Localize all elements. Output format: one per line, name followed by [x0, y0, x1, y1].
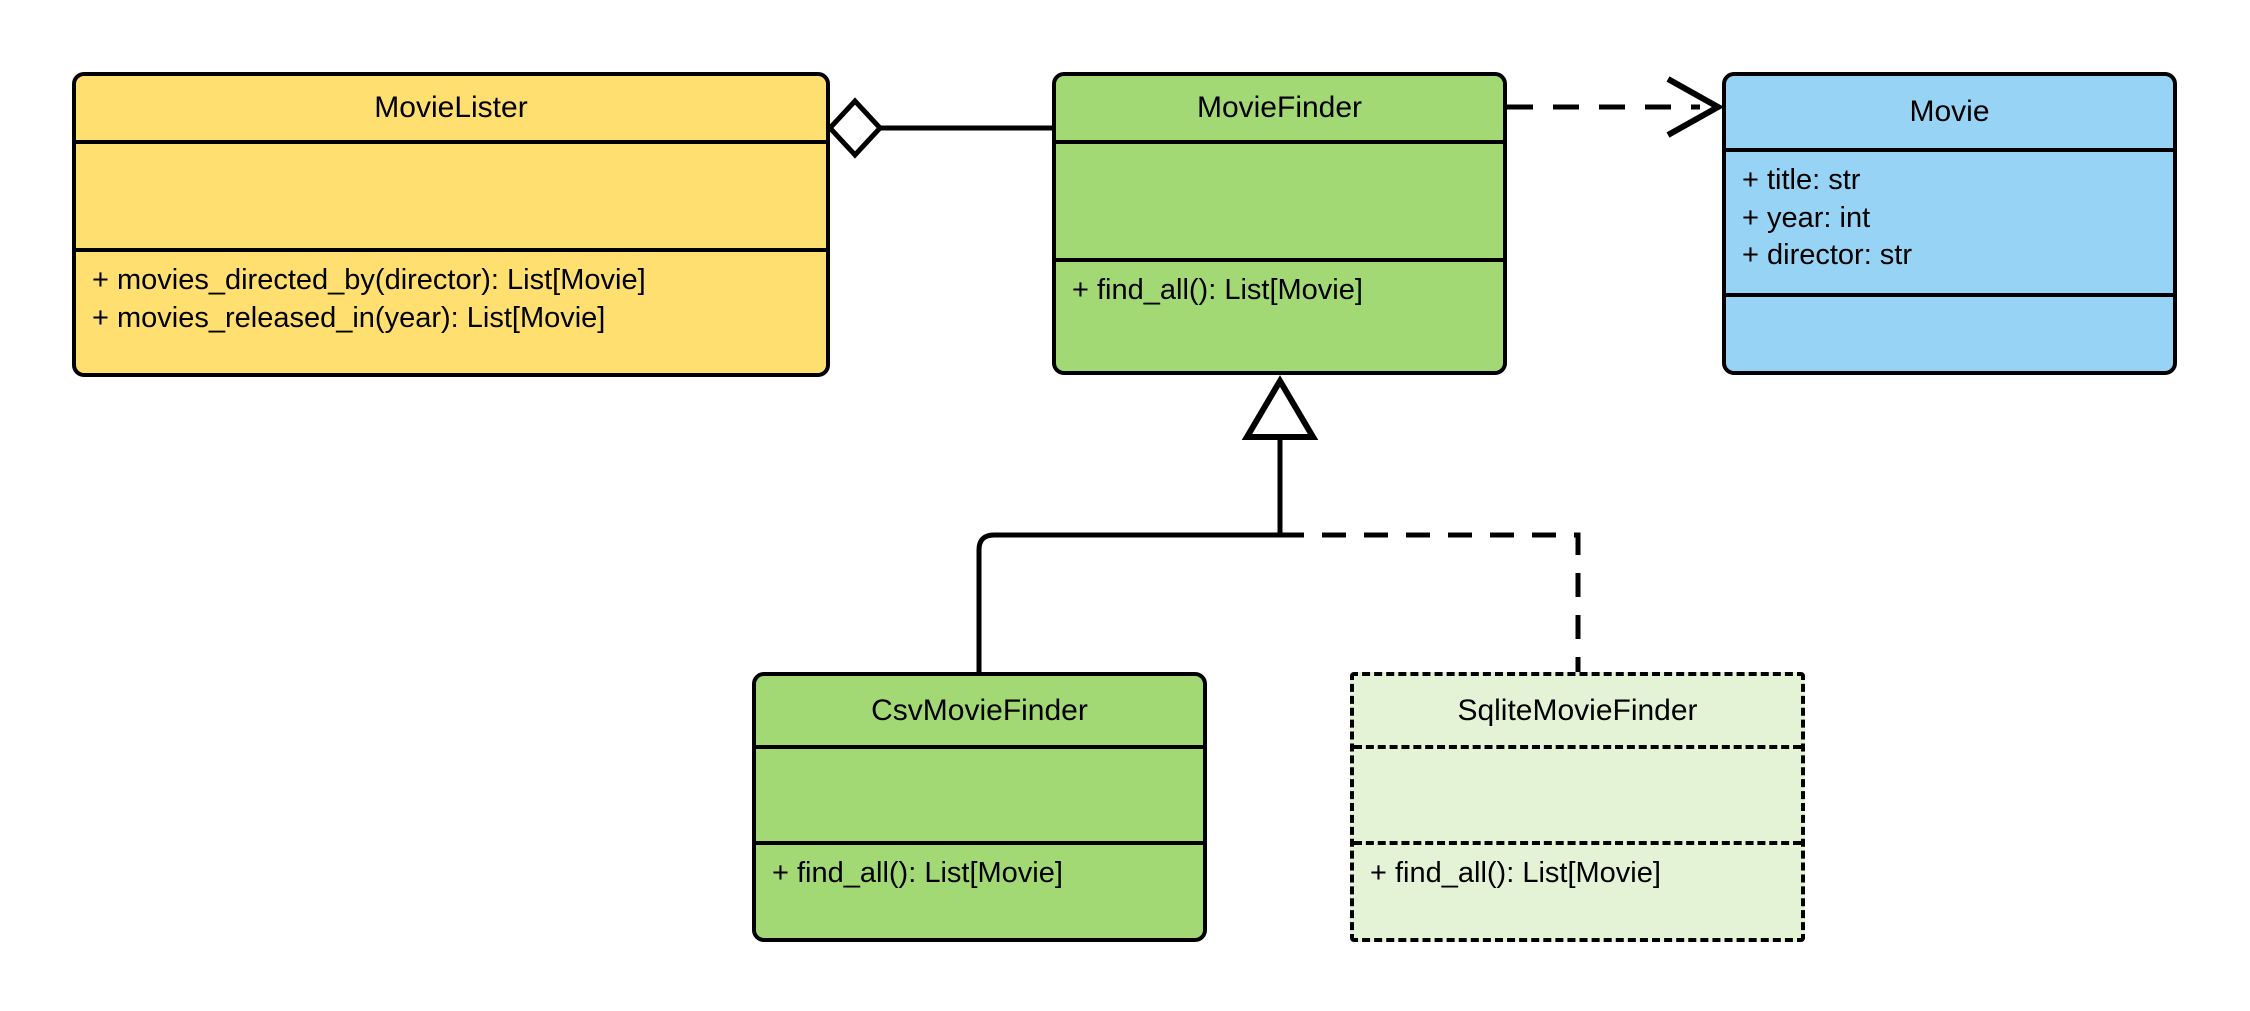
class-box-sqlite-movie-finder[interactable]: SqliteMovieFinder + find_all(): List[Mov…	[1350, 672, 1805, 942]
attribute-row: + year: int	[1742, 201, 1871, 234]
attributes-compartment-sqlite-movie-finder	[1354, 745, 1801, 841]
methods-compartment-movie-lister: + movies_directed_by(director): List[Mov…	[76, 248, 826, 373]
generalization-branch-sqlite	[1280, 532, 1581, 672]
method-row: + find_all(): List[Movie]	[1370, 857, 1661, 889]
attributes-compartment-movie-lister	[76, 140, 826, 248]
class-name-movie-finder: MovieFinder	[1196, 91, 1363, 124]
dependency-finder-movie	[1507, 76, 1725, 138]
methods-compartment-movie-finder: + find_all(): List[Movie]	[1056, 258, 1503, 371]
method-row: + find_all(): List[Movie]	[772, 857, 1063, 889]
attributes-compartment-movie-finder	[1056, 140, 1503, 258]
hollow-triangle-marker	[1241, 375, 1319, 440]
class-name-sqlite-movie-finder: SqliteMovieFinder	[1457, 693, 1698, 727]
class-name-csv-movie-finder: CsvMovieFinder	[871, 693, 1088, 727]
attribute-row: + title: str	[1742, 164, 1861, 196]
aggregation-lister-finder	[826, 97, 1052, 159]
attributes-compartment-movie: + title: str + year: int + director: str	[1726, 148, 2173, 293]
generalization-branch-csv	[976, 532, 1280, 672]
methods-compartment-sqlite-movie-finder: + find_all(): List[Movie]	[1354, 841, 1801, 938]
class-box-movie[interactable]: Movie + title: str + year: int + directo…	[1722, 72, 2177, 375]
generalization-trunk	[1241, 375, 1319, 535]
attribute-row: + director: str	[1742, 239, 1913, 272]
class-name-movie: Movie	[1909, 95, 1990, 128]
class-box-movie-lister[interactable]: MovieLister + movies_directed_by(directo…	[72, 72, 830, 377]
methods-compartment-movie	[1726, 293, 2173, 371]
class-name-movie-lister: MovieLister	[374, 91, 528, 124]
method-row: + movies_directed_by(director): List[Mov…	[92, 264, 646, 296]
class-box-movie-finder[interactable]: MovieFinder + find_all(): List[Movie]	[1052, 72, 1507, 375]
class-box-csv-movie-finder[interactable]: CsvMovieFinder + find_all(): List[Movie]	[752, 672, 1207, 942]
method-row: + movies_released_in(year): List[Movie]	[92, 301, 606, 334]
generalization-branch-csv-line	[976, 532, 1280, 672]
method-row: + find_all(): List[Movie]	[1072, 274, 1363, 306]
hollow-diamond-marker	[826, 97, 884, 159]
methods-compartment-csv-movie-finder: + find_all(): List[Movie]	[756, 841, 1203, 938]
open-arrow-marker	[1666, 76, 1725, 138]
attributes-compartment-csv-movie-finder	[756, 745, 1203, 841]
generalization-branch-sqlite-line	[1280, 532, 1581, 672]
